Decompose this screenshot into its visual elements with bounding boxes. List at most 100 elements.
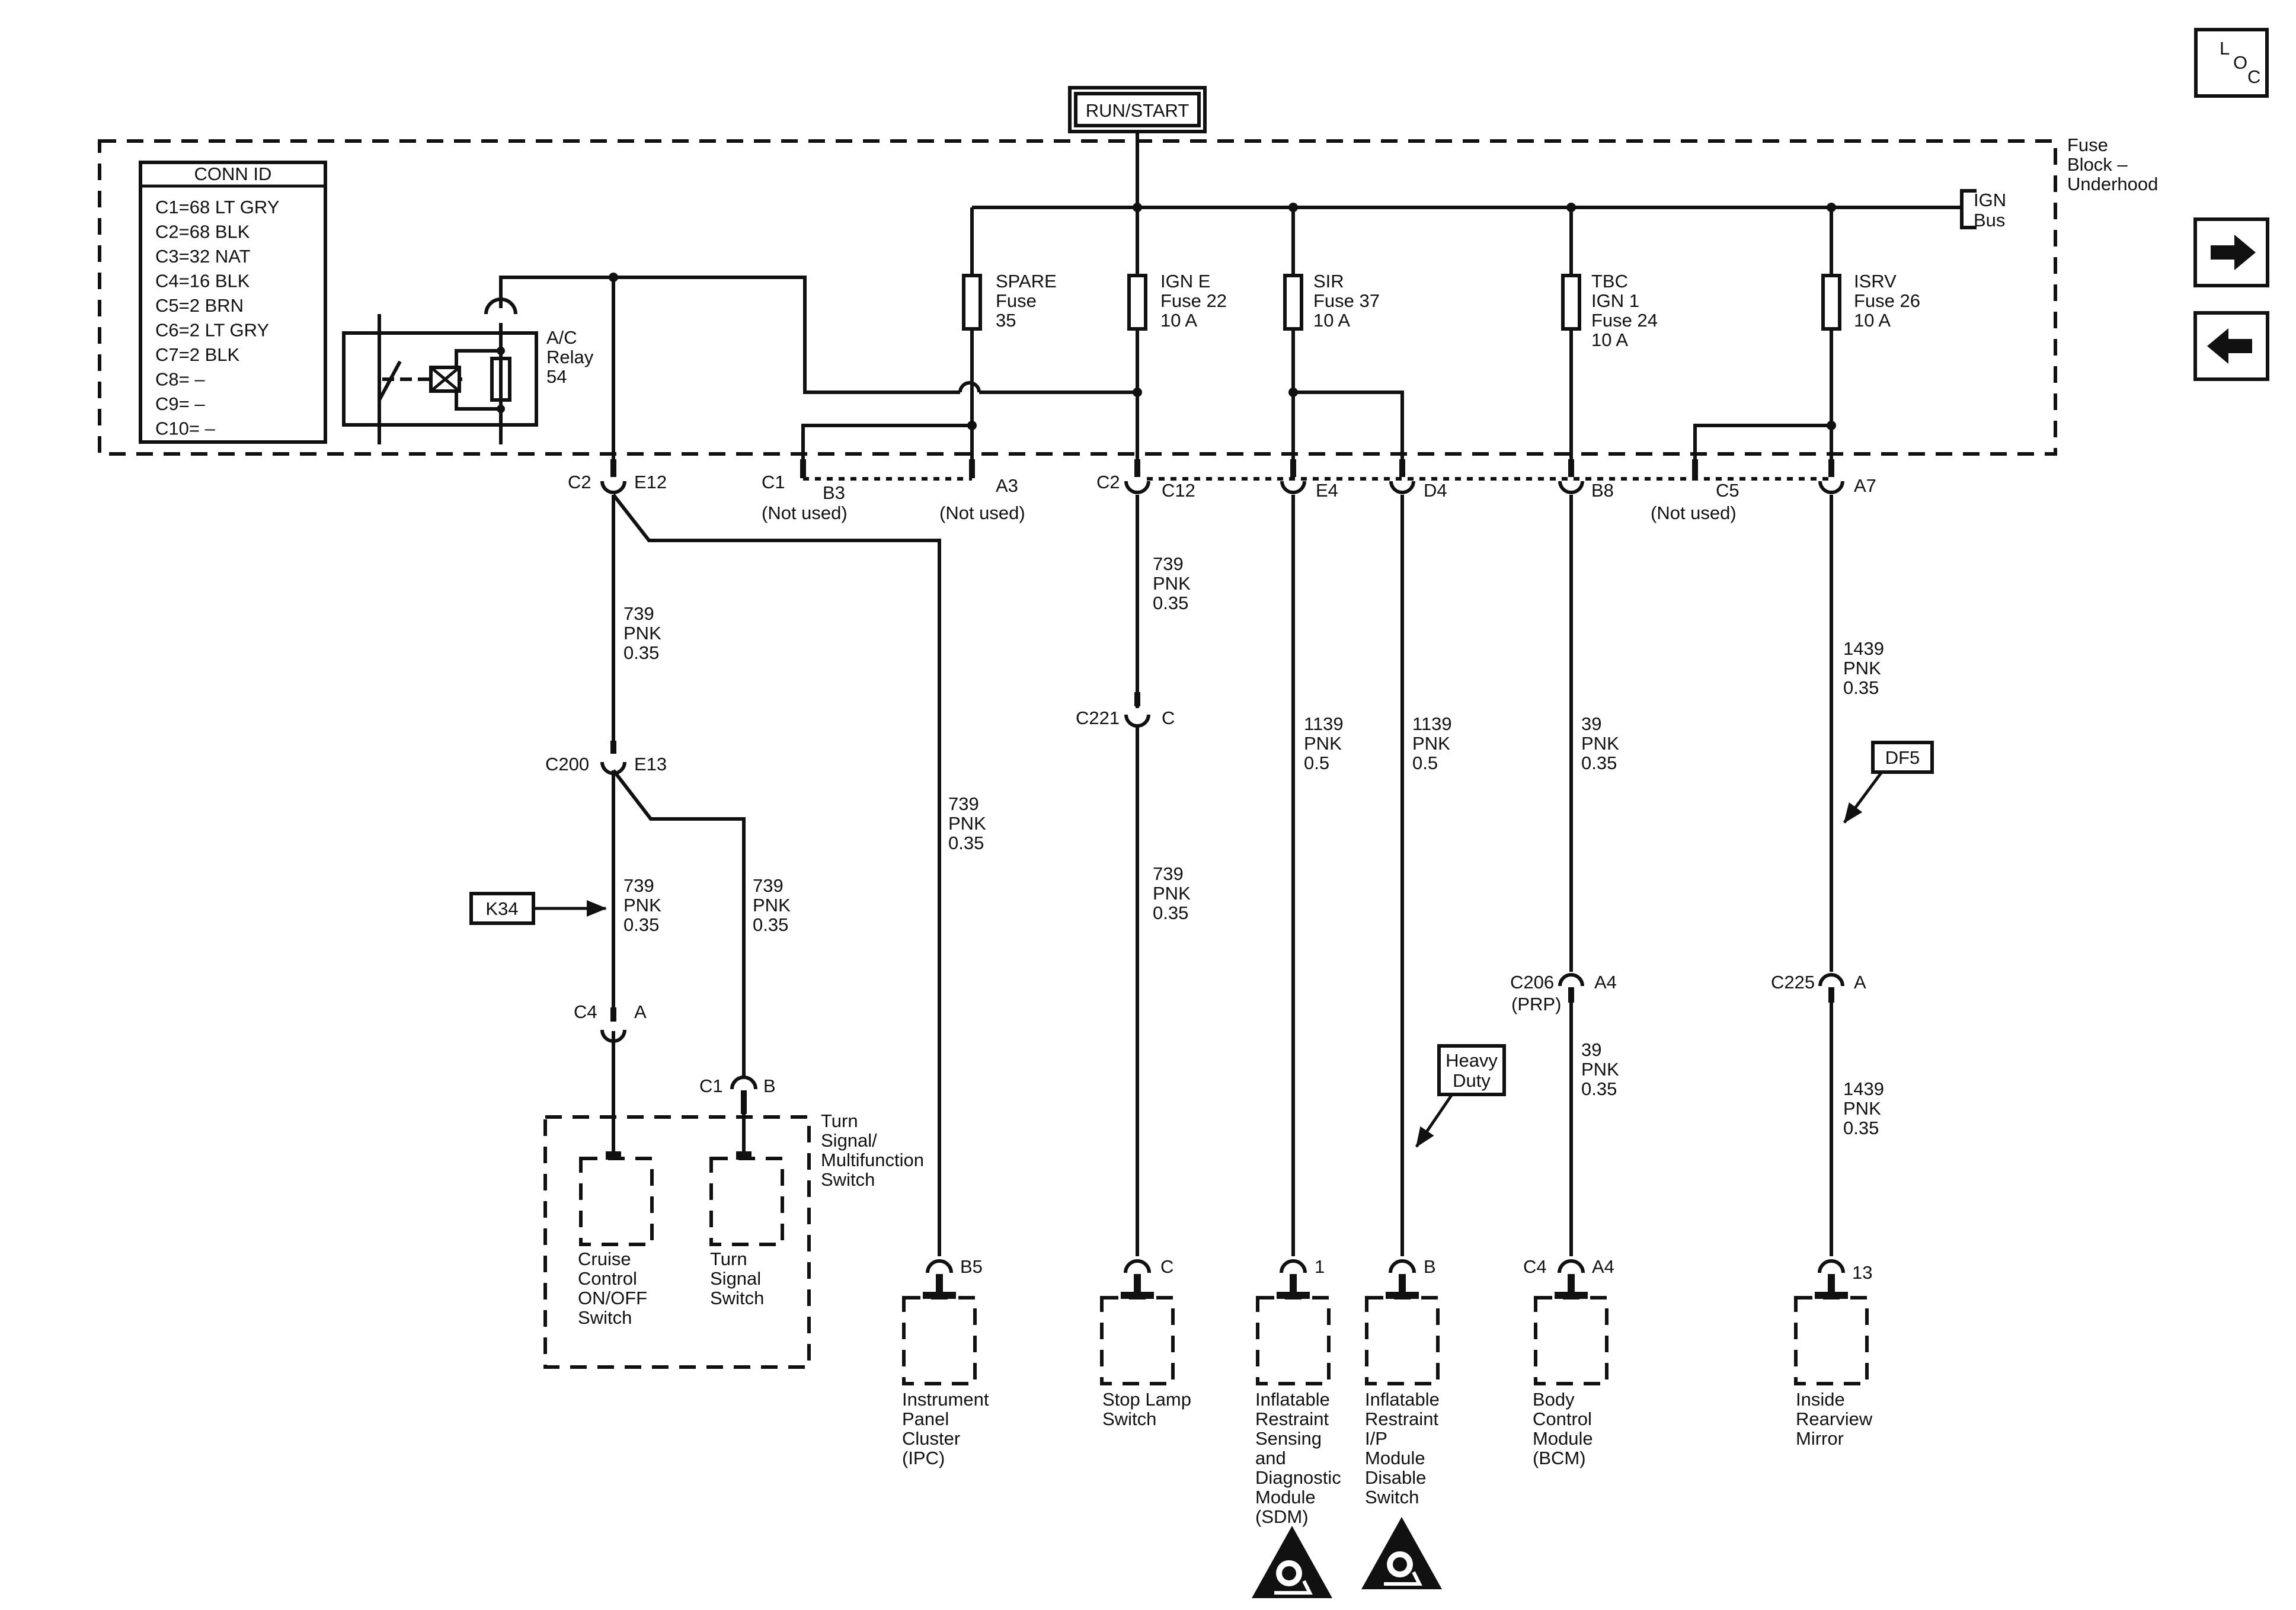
c1-label: C1 — [762, 472, 785, 492]
not-used-a3: (Not used) — [939, 502, 1025, 523]
c1-b-label: C1 — [699, 1076, 723, 1096]
c221-label: C221 — [1076, 708, 1120, 728]
airbag-warning-icon — [1361, 1517, 1442, 1589]
c2-mid-label: C2 — [1096, 472, 1120, 492]
loc-letter-o: O — [2233, 52, 2247, 73]
next-page-button[interactable] — [2193, 217, 2269, 287]
a7-label: A7 — [1854, 475, 1876, 496]
ipc-connector — [902, 1259, 977, 1385]
conn-id-row: C1=68 LT GRY — [155, 197, 279, 217]
loc-icon[interactable]: L O C — [2194, 28, 2269, 98]
e13-label: E13 — [634, 754, 667, 774]
c12-label: C12 — [1162, 480, 1195, 501]
conn-id-title: CONN ID — [194, 164, 272, 184]
a4-bcm-label: A4 — [1592, 1256, 1614, 1277]
bcm-connector — [1534, 1259, 1609, 1385]
loc-letter-c: C — [2247, 66, 2260, 87]
fuse-block-outline — [98, 139, 2057, 456]
c225-label: C225 — [1771, 972, 1815, 993]
mirror-pin-label: 13 — [1852, 1262, 1872, 1283]
c206-pin-label: A4 — [1594, 972, 1617, 993]
run-start-label: RUN/START — [1086, 100, 1189, 121]
c4-pin-label: A — [634, 1001, 647, 1022]
c225-pin-label: A — [1854, 972, 1866, 993]
conn-id-table: CONN ID C1=68 LT GRY C2=68 BLK C3=32 NAT C4… — [139, 161, 327, 444]
not-used-c5: (Not used) — [1651, 502, 1737, 523]
c5-label: C5 — [1716, 480, 1739, 501]
e4-label: E4 — [1316, 480, 1338, 501]
df5-reference[interactable]: DF5 — [1843, 741, 1934, 824]
conn-id-row: C9= – — [155, 393, 205, 414]
df5-label: DF5 — [1885, 747, 1920, 768]
disable-connector — [1365, 1259, 1440, 1385]
b3-label: B3 — [823, 482, 845, 503]
conn-id-row: C5=2 BRN — [155, 295, 244, 316]
conn-id-row: C3=32 NAT — [155, 246, 251, 267]
c1-b-pin-label: B — [763, 1076, 776, 1096]
stop-connector — [1100, 1259, 1175, 1385]
c4-bcm-label: C4 — [1523, 1256, 1547, 1277]
left-arrow-icon — [2207, 328, 2252, 364]
c2-left-label: C2 — [568, 472, 591, 492]
right-arrow-icon — [2211, 235, 2256, 270]
conn-id-row: C8= – — [155, 369, 205, 390]
conn-id-row: C4=16 BLK — [155, 271, 250, 292]
sdm-connector — [1256, 1259, 1331, 1385]
loc-letter-l: L — [2220, 38, 2230, 59]
b5-label: B5 — [960, 1256, 983, 1277]
e12-label: E12 — [634, 472, 667, 492]
b8-label: B8 — [1591, 480, 1614, 501]
c206-label: C206 — [1510, 972, 1554, 993]
c4-label: C4 — [574, 1001, 597, 1022]
not-used-b3: (Not used) — [762, 502, 848, 523]
stop-pin-label: C — [1160, 1256, 1173, 1277]
c221-pin-label: C — [1162, 708, 1175, 728]
mirror-connector — [1794, 1259, 1869, 1385]
conn-id-row: C2=68 BLK — [155, 222, 250, 242]
conn-id-row: C10= – — [155, 418, 216, 439]
sdm-pin-label: 1 — [1315, 1256, 1325, 1277]
conn-id-row: C6=2 LT GRY — [155, 320, 269, 341]
conn-id-row: C7=2 BLK — [155, 344, 240, 365]
airbag-warning-icon — [1252, 1526, 1332, 1598]
a3-label: A3 — [996, 475, 1018, 496]
k34-label: K34 — [485, 898, 518, 919]
c206-sub-label: (PRP) — [1511, 994, 1561, 1014]
d4-label: D4 — [1424, 480, 1447, 501]
prev-page-button[interactable] — [2193, 311, 2269, 381]
k34-reference[interactable]: K34 — [469, 892, 607, 925]
run-start-source: RUN/START — [1068, 86, 1207, 133]
